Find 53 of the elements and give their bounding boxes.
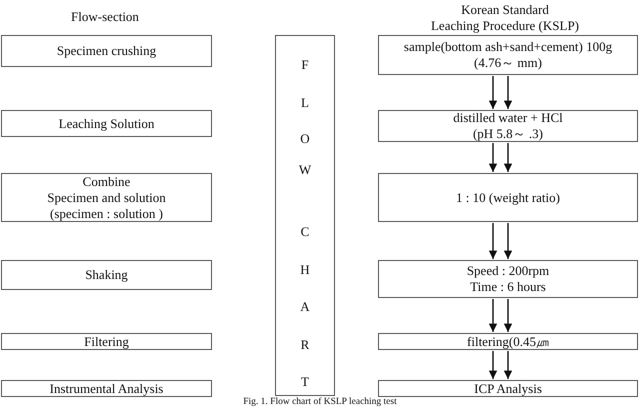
- arrow: [504, 351, 512, 379]
- process-box: [378, 333, 638, 350]
- arrow: [504, 223, 512, 259]
- letter: R: [300, 337, 310, 353]
- box-text: filtering(0.45㎛: [467, 334, 549, 350]
- letter: F: [301, 57, 309, 73]
- letter: H: [300, 262, 310, 278]
- process-box: [1, 333, 212, 350]
- box-text: Speed : 200rpm: [466, 263, 550, 279]
- flow-chart-column: [275, 35, 335, 396]
- box-text: Combine: [82, 174, 130, 190]
- column-heading: Korean Standard: [461, 2, 549, 18]
- column-heading: Leaching Procedure (KSLP): [431, 18, 579, 34]
- letter: W: [298, 162, 312, 178]
- arrow: [504, 76, 512, 109]
- box-text: (specimen : solution ): [50, 206, 163, 222]
- box-text: distilled water + HCl: [453, 110, 563, 126]
- arrow: [504, 143, 512, 172]
- box-text: Time : 6 hours: [470, 279, 546, 295]
- column-heading: Flow-section: [71, 9, 139, 25]
- process-box: [378, 173, 638, 222]
- process-box: [1, 380, 212, 397]
- letter: C: [300, 224, 310, 240]
- box-text: (4.76～ mm): [474, 55, 542, 71]
- box-text: ICP Analysis: [474, 380, 542, 396]
- letter: O: [300, 131, 310, 147]
- arrow: [504, 299, 512, 332]
- box-text: (pH 5.8～ .3): [472, 126, 544, 142]
- arrow: [488, 76, 498, 109]
- box-text: Instrumental Analysis: [50, 380, 164, 396]
- process-box: [1, 35, 212, 67]
- box-text: Specimen and solution: [47, 190, 166, 206]
- box-text: Shaking: [85, 267, 128, 283]
- box-text: 1 : 10 (weight ratio): [456, 190, 560, 206]
- process-box: [378, 35, 638, 75]
- arrow: [488, 351, 498, 379]
- box-text: Leaching Solution: [58, 116, 154, 132]
- arrow: [488, 299, 498, 332]
- process-box: [1, 110, 212, 137]
- box-text: Filtering: [84, 334, 129, 350]
- caption: Fig. 1. Flow chart of KSLP leaching test: [243, 397, 397, 407]
- letter: L: [301, 95, 309, 111]
- letter: A: [300, 299, 310, 315]
- letter: T: [301, 374, 309, 390]
- process-box: [1, 173, 212, 222]
- process-box: [378, 380, 638, 397]
- process-box: [378, 110, 638, 142]
- arrow: [488, 223, 498, 259]
- box-text: Specimen crushing: [56, 43, 156, 59]
- arrow: [488, 143, 498, 172]
- process-box: [378, 260, 638, 298]
- box-text: sample(bottom ash+sand+cement) 100g: [404, 39, 612, 55]
- process-box: [1, 260, 212, 290]
